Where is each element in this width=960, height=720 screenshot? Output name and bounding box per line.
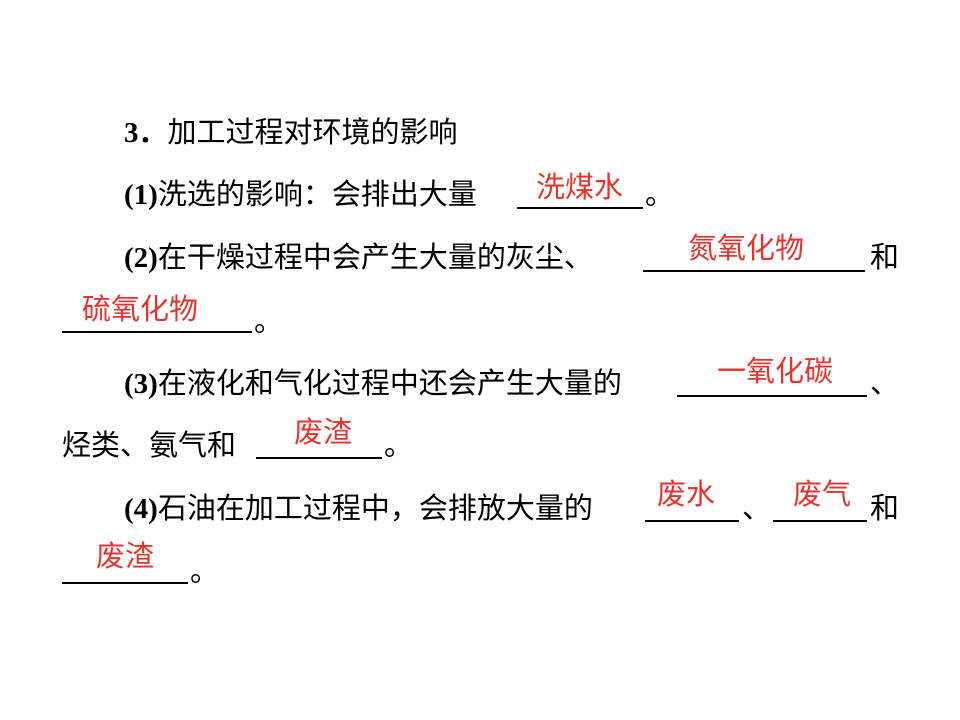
item-3-after: 。 [384,428,414,462]
item-2-answer-1: 氮氧化物 [688,231,805,265]
item-3-text: (3)在液化和气化过程中还会产生大量的 [124,369,622,399]
section-title-text: 加工过程对环境的影响 [167,115,458,149]
item-1-answer: 洗煤水 [536,170,624,204]
item-4-blank-2 [773,520,867,522]
item-2-blank-2 [62,331,252,333]
item-1-number: (1) [124,179,158,211]
item-2-mid: 和 [870,240,900,274]
item-4-after: 。 [190,554,220,588]
item-1-blank [517,207,643,209]
item-3-blank-2 [256,457,382,459]
item-2-number: (2) [124,242,158,274]
section-number: 3． [124,117,168,149]
item-3-sep: 、 [870,366,900,400]
item-2-blank-1 [643,270,865,272]
item-3-answer-2: 废渣 [294,415,353,449]
item-3-answer-1: 一氧化碳 [717,354,834,388]
item-3-number: (3) [124,368,158,400]
item-4-blank-3 [62,582,188,584]
item-3-line2: 烃类、氨气和 [62,428,237,462]
item-2-answer-2: 硫氧化物 [82,292,199,326]
item-2-after: 。 [254,304,284,338]
item-3-blank-1 [677,395,867,397]
item-4-answer-3: 废渣 [96,539,155,573]
item-4-answer-1: 废水 [657,477,716,511]
item-4-blank-1 [645,520,739,522]
section-title: 3．加工过程对环境的影响 [124,118,458,148]
item-2-before: 在干燥过程中会产生大量的灰尘、 [157,240,593,274]
item-4-number: (4) [124,493,158,525]
item-4-sep: 、 [742,491,772,525]
item-4-before: 石油在加工过程中，会排放大量的 [157,491,593,525]
item-1-text: (1)洗选的影响：会排出大量 [124,180,477,210]
item-1-after: 。 [645,177,675,211]
item-4-text: (4)石油在加工过程中，会排放大量的 [124,494,593,524]
item-1-before: 洗选的影响：会排出大量 [157,177,477,211]
item-4-mid: 和 [870,491,900,525]
item-2-text: (2)在干燥过程中会产生大量的灰尘、 [124,243,593,273]
item-3-before: 在液化和气化过程中还会产生大量的 [157,366,622,400]
item-4-answer-2: 废气 [793,477,852,511]
